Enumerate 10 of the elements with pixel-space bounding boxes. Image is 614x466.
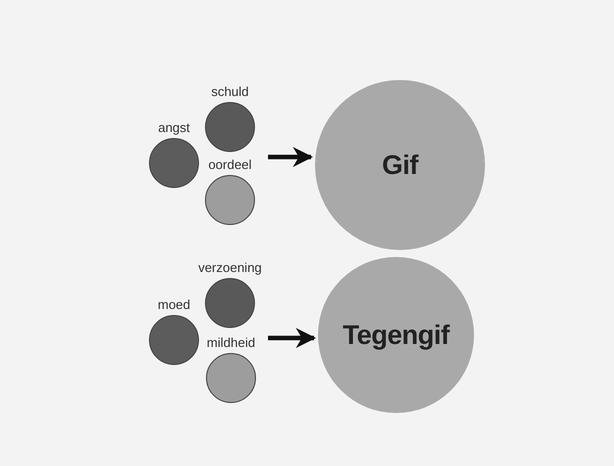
word-label: mildheid: [206, 335, 256, 350]
word-label: verzoening: [197, 260, 263, 275]
circle-label: Tegengif: [342, 320, 450, 350]
arrow: [268, 328, 316, 348]
word-label: angst: [157, 120, 191, 135]
word-label: oordeel: [207, 157, 253, 172]
arrow: [268, 146, 314, 168]
word-label: schuld: [210, 84, 250, 99]
word-label: moed: [156, 297, 192, 312]
circle-label: Gif: [382, 150, 418, 180]
